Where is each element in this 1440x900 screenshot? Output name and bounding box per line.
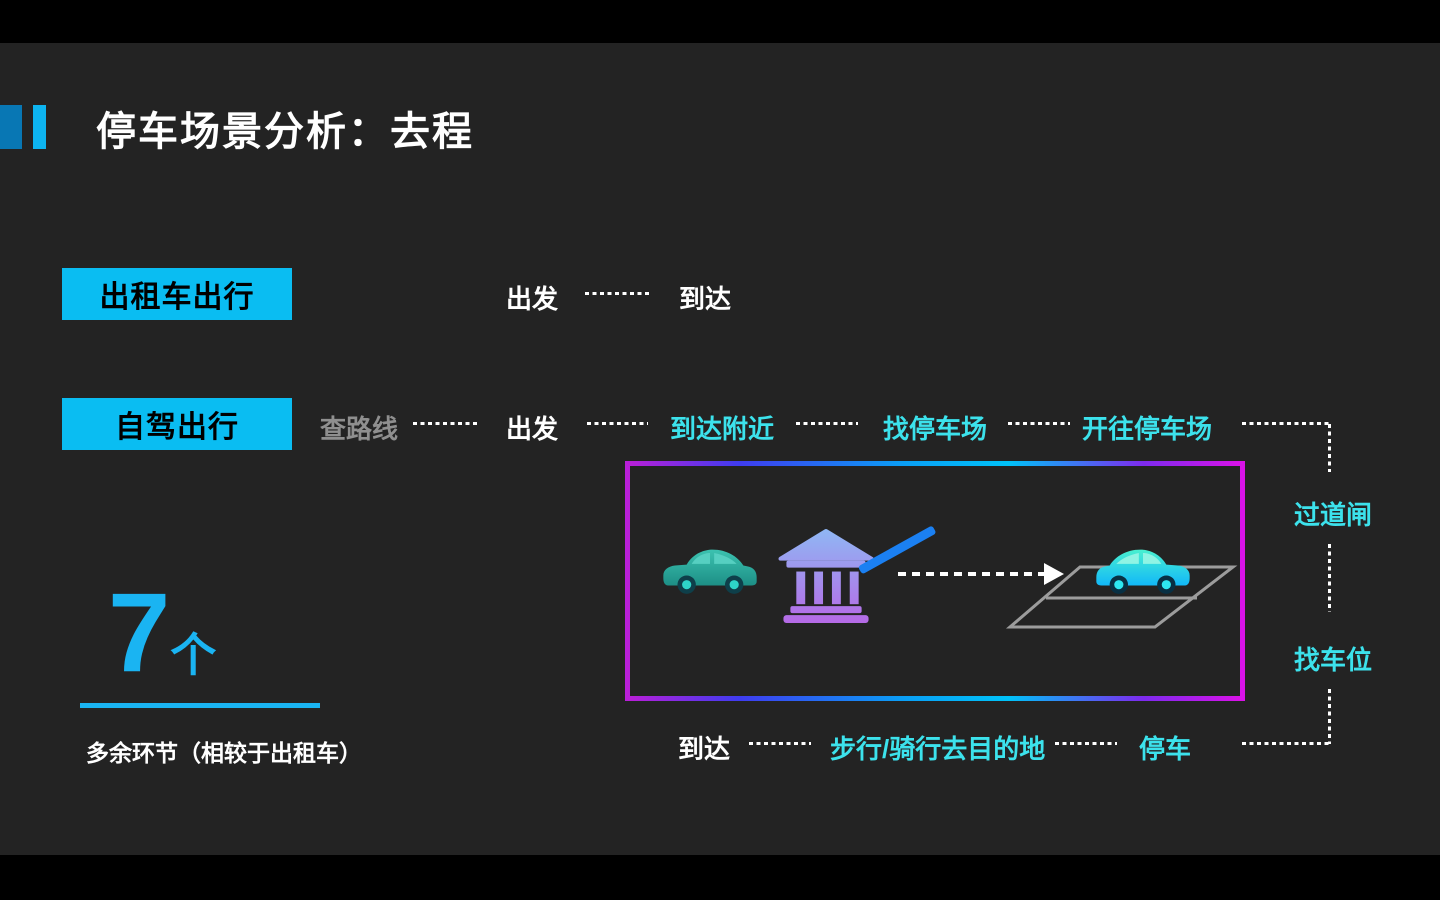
flow-step-arrive: 到达	[678, 734, 731, 764]
flow-step-depart: 出发	[506, 414, 559, 444]
title-accent-bar-dark	[0, 105, 22, 149]
dashed-connector-vertical	[1328, 689, 1331, 744]
flow-step-depart-taxi: 出发	[506, 284, 559, 314]
extra-steps-number: 7	[108, 570, 171, 695]
dashed-arrow-head-icon	[1044, 563, 1064, 585]
dashed-connector	[1008, 422, 1070, 425]
dashed-connector	[1242, 742, 1329, 745]
approaching-car-icon	[663, 549, 757, 594]
dashed-connector-vertical	[1328, 424, 1331, 472]
slide-background: 停车场景分析：去程 出租车出行 出发 到达 自驾出行 查路线 出发 到达附近 找…	[0, 43, 1440, 855]
stat-caption: 多余环节（相较于出租车）	[86, 740, 362, 766]
flow-step-arrive-taxi: 到达	[679, 284, 732, 314]
extra-steps-unit: 个	[170, 629, 217, 681]
taxi-travel-label: 出租车出行	[62, 268, 292, 320]
flow-step-find-parking-lot: 找停车场	[883, 414, 988, 444]
dashed-connector	[1055, 742, 1117, 745]
toll-gate-building-icon	[778, 528, 874, 623]
dashed-connector	[1242, 422, 1330, 425]
dashed-connector-vertical	[1328, 544, 1331, 612]
dashed-connector	[796, 422, 858, 425]
flow-step-park: 停车	[1139, 734, 1192, 764]
dashed-arrow-icon	[898, 572, 1046, 576]
dashed-connector	[585, 292, 650, 295]
parked-car-icon	[1096, 549, 1190, 594]
flow-step-walk-ride: 步行/骑行去目的地	[830, 734, 1046, 764]
dashed-connector	[587, 422, 648, 425]
flow-step-arrive-nearby: 到达附近	[670, 414, 775, 444]
page-title: 停车场景分析：去程	[96, 110, 474, 154]
dashed-connector	[413, 422, 477, 425]
flow-step-drive-to-lot: 开往停车场	[1082, 414, 1213, 444]
flow-step-find-spot: 找车位	[1294, 645, 1373, 675]
dashed-connector	[749, 742, 811, 745]
extra-steps-count: 7个	[108, 577, 217, 705]
title-accent-bar-light	[33, 105, 46, 149]
self-drive-travel-label: 自驾出行	[62, 398, 292, 450]
stat-underline	[80, 703, 320, 708]
flow-step-pass-gate: 过道闸	[1294, 500, 1373, 530]
flow-step-check-route: 查路线	[320, 414, 399, 444]
